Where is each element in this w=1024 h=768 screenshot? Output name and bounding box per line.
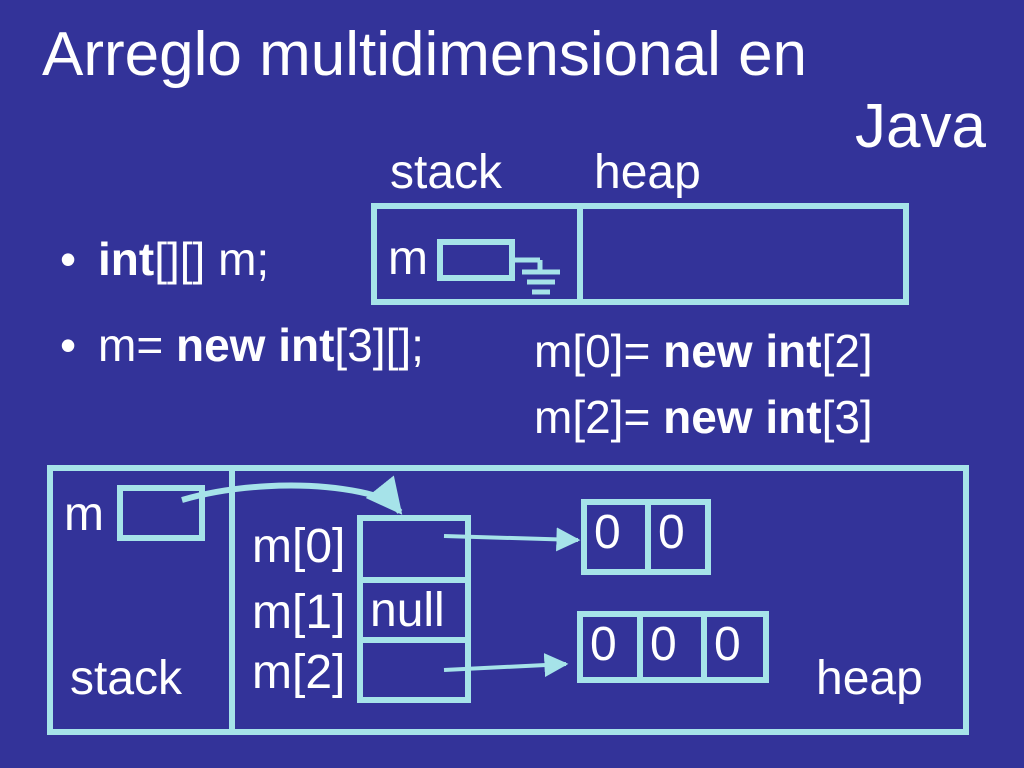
slide-title-line-2: Java [855,92,986,161]
bottom-m-label: m [64,488,104,541]
top-m-reference-cell [437,239,515,281]
int-array-3 [577,611,769,683]
int2-cell-1: 0 [658,506,685,559]
code-line-m0: m[0]= new int[2] [534,325,873,377]
bullet-allocation: •m= new int[3][]; [60,319,424,371]
ground-symbol-icon [512,257,560,295]
slide-title-line-1: Arreglo multidimensional en [42,20,808,89]
int2-cell-0: 0 [594,506,621,559]
int3-cell-1: 0 [650,618,677,671]
row-label-m1: m[1] [252,586,346,639]
bullet-declaration: •int[][] m; [60,233,270,285]
bottom-heap-label: heap [816,652,923,705]
top-memory-box [371,203,909,305]
int3-cell-2: 0 [714,618,741,671]
arrow-m0-to-int2 [443,527,581,552]
row-label-m2: m[2] [252,646,346,699]
arrow-m2-to-int3 [443,653,569,678]
top-heap-label: heap [594,146,701,199]
row-label-m0: m[0] [252,520,346,573]
reference-array [357,515,471,703]
arrow-m-to-array [181,475,403,515]
top-stack-label: stack [390,146,503,199]
bottom-m-reference-cell [117,485,205,541]
code-line-m2: m[2]= new int[3] [534,391,873,443]
bottom-memory-box [47,465,969,735]
bottom-stack-label: stack [70,652,183,705]
top-m-label: m [388,232,428,285]
int3-cell-0: 0 [590,618,617,671]
row-value-null: null [370,584,445,637]
